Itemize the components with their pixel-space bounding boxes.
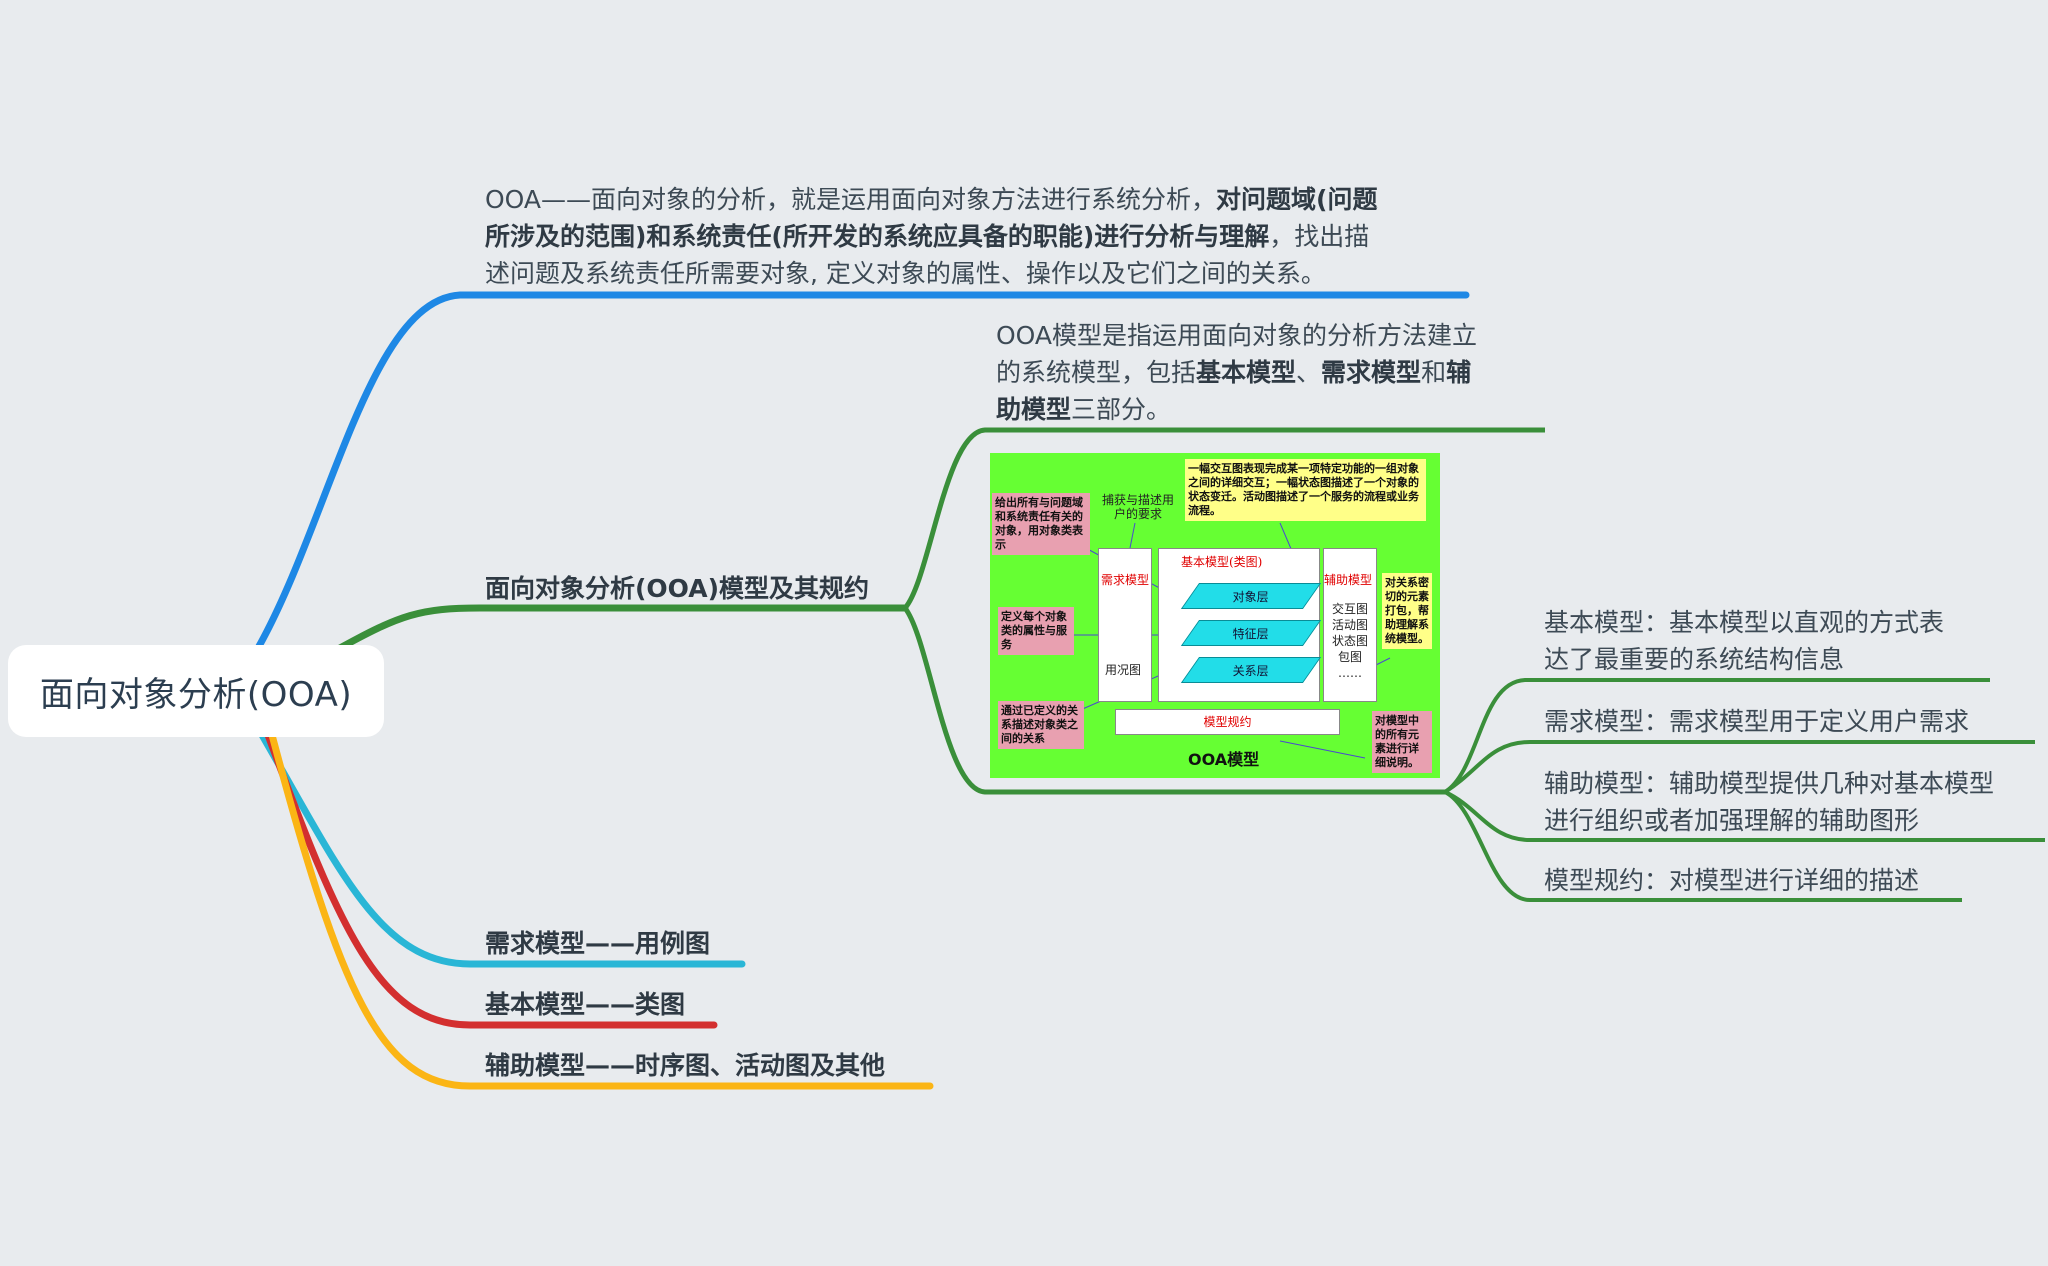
- intro-bold-aux-b: 助模型: [996, 395, 1072, 424]
- link-sub-4: [1443, 790, 1962, 902]
- definition-line3: 述问题及系统责任所需要对象, 定义对象的属性、操作以及它们之间的关系。: [485, 259, 1326, 288]
- sub-aux-line1: 辅助模型：辅助模型提供几种对基本模型: [1544, 769, 1995, 798]
- aux-topic-label: 辅助模型——时序图、活动图及其他: [485, 1051, 886, 1080]
- models-topic[interactable]: 面向对象分析(OOA)模型及其规约: [485, 570, 869, 607]
- fig-note-spec: 对模型中的所有元素进行详细说明。: [1372, 711, 1432, 773]
- intro-bold-aux-a: 辅: [1446, 358, 1472, 387]
- fig-basic-label: 基本模型(类图): [1181, 555, 1263, 569]
- fig-note-interaction: 一幅交互图表现完成某一项特定功能的一组对象之间的详细交互；一幅状态图描述了一个对…: [1185, 459, 1426, 521]
- link-models: [336, 604, 909, 652]
- fig-layer-object: 对象层: [1180, 583, 1322, 609]
- fig-note-attributes: 定义每个对象类的属性与服务: [998, 607, 1074, 655]
- fig-usecase-label: 用况图: [1105, 663, 1142, 677]
- intro-bold-req: 需求模型: [1321, 358, 1422, 387]
- intro-bold-basic: 基本模型: [1196, 358, 1297, 387]
- link-sub-2: [1443, 740, 2035, 794]
- fig-capture: 捕获与描述用户的要求: [1102, 493, 1175, 521]
- basic-topic-label: 基本模型——类图: [485, 990, 686, 1019]
- fig-aux-column: 辅助模型 交互图 活动图 状态图 包图 ……: [1323, 548, 1377, 702]
- root-topic[interactable]: 面向对象分析(OOA): [8, 645, 384, 737]
- fig-note-package: 对关系密切的元素打包，帮助理解系统模型。: [1382, 573, 1432, 649]
- definition-line1-bold: 对问题域(问题: [1216, 185, 1378, 214]
- fig-aux-items: 交互图 活动图 状态图 包图 ……: [1331, 602, 1368, 680]
- sub-req-line1: 需求模型：需求模型用于定义用户需求: [1544, 707, 1970, 736]
- link-aux: [268, 731, 934, 1090]
- intro-text-b: 、: [1296, 358, 1322, 387]
- definition-topic[interactable]: OOA——面向对象的分析，就是运用面向对象方法进行系统分析，对问题域(问题 所涉…: [485, 181, 1475, 292]
- fig-note-objects: 给出所有与问题域和系统责任有关的对象，用对象类表示: [992, 493, 1090, 555]
- fig-aux-label: 辅助模型: [1324, 573, 1373, 587]
- sub-aux-line2: 进行组织或者加强理解的辅助图形: [1544, 806, 1920, 835]
- fig-layer-object-label: 对象层: [1232, 589, 1269, 604]
- link-sub-1: [1443, 678, 1990, 794]
- intro-text-a: 的系统模型，包括: [996, 358, 1197, 387]
- link-models-intro: [903, 427, 1545, 610]
- req-topic-label: 需求模型——用例图: [485, 929, 711, 958]
- fig-spec-bar: 模型规约: [1115, 709, 1340, 735]
- sub-spec-model[interactable]: 模型规约：对模型进行详细的描述: [1544, 862, 2024, 899]
- sub-basic-model[interactable]: 基本模型：基本模型以直观的方式表 达了最重要的系统结构信息: [1544, 604, 2004, 678]
- intro-line1: OOA模型是指运用面向对象的分析方法建立: [996, 321, 1478, 350]
- definition-line1: OOA——面向对象的分析，就是运用面向对象方法进行系统分析，: [485, 185, 1217, 214]
- link-models-figure: [902, 606, 1445, 795]
- fig-layer-relation: 关系层: [1180, 657, 1322, 683]
- intro-text-d: 三部分。: [1071, 395, 1172, 424]
- fig-req-label: 需求模型: [1101, 573, 1150, 587]
- req-topic[interactable]: 需求模型——用例图: [485, 925, 710, 962]
- fig-layer-feature-label: 特征层: [1232, 626, 1269, 641]
- fig-req-column: 需求模型 用况图: [1098, 548, 1152, 702]
- fig-note-relations: 通过已定义的关系描述对象类之间的关系: [998, 701, 1084, 749]
- fig-layer-relation-label: 关系层: [1232, 663, 1269, 678]
- models-intro-topic[interactable]: OOA模型是指运用面向对象的分析方法建立 的系统模型，包括基本模型、需求模型和辅…: [996, 317, 1536, 428]
- fig-layer-feature: 特征层: [1180, 620, 1322, 646]
- fig-caption: OOA模型: [1188, 750, 1260, 769]
- definition-line2-bold: 所涉及的范围)和系统责任(所开发的系统应具备的职能)进行分析与理解: [485, 222, 1270, 251]
- basic-topic[interactable]: 基本模型——类图: [485, 986, 685, 1023]
- intro-text-c: 和: [1421, 358, 1447, 387]
- sub-req-model[interactable]: 需求模型：需求模型用于定义用户需求: [1544, 703, 2044, 740]
- link-basic: [264, 731, 718, 1029]
- ooa-model-figure: 给出所有与问题域和系统责任有关的对象，用对象类表示 定义每个对象类的属性与服务 …: [990, 453, 1440, 778]
- definition-line2: ，找出描: [1269, 222, 1370, 251]
- models-topic-label: 面向对象分析(OOA)模型及其规约: [485, 574, 870, 603]
- link-definition: [254, 291, 1470, 652]
- link-req: [258, 731, 746, 968]
- sub-spec-line1: 模型规约：对模型进行详细的描述: [1544, 866, 1920, 895]
- root-topic-label: 面向对象分析(OOA): [39, 674, 353, 715]
- sub-aux-model[interactable]: 辅助模型：辅助模型提供几种对基本模型 进行组织或者加强理解的辅助图形: [1544, 765, 2044, 839]
- sub-basic-line2: 达了最重要的系统结构信息: [1544, 645, 1845, 674]
- sub-basic-line1: 基本模型：基本模型以直观的方式表: [1544, 608, 1945, 637]
- aux-topic[interactable]: 辅助模型——时序图、活动图及其他: [485, 1047, 885, 1084]
